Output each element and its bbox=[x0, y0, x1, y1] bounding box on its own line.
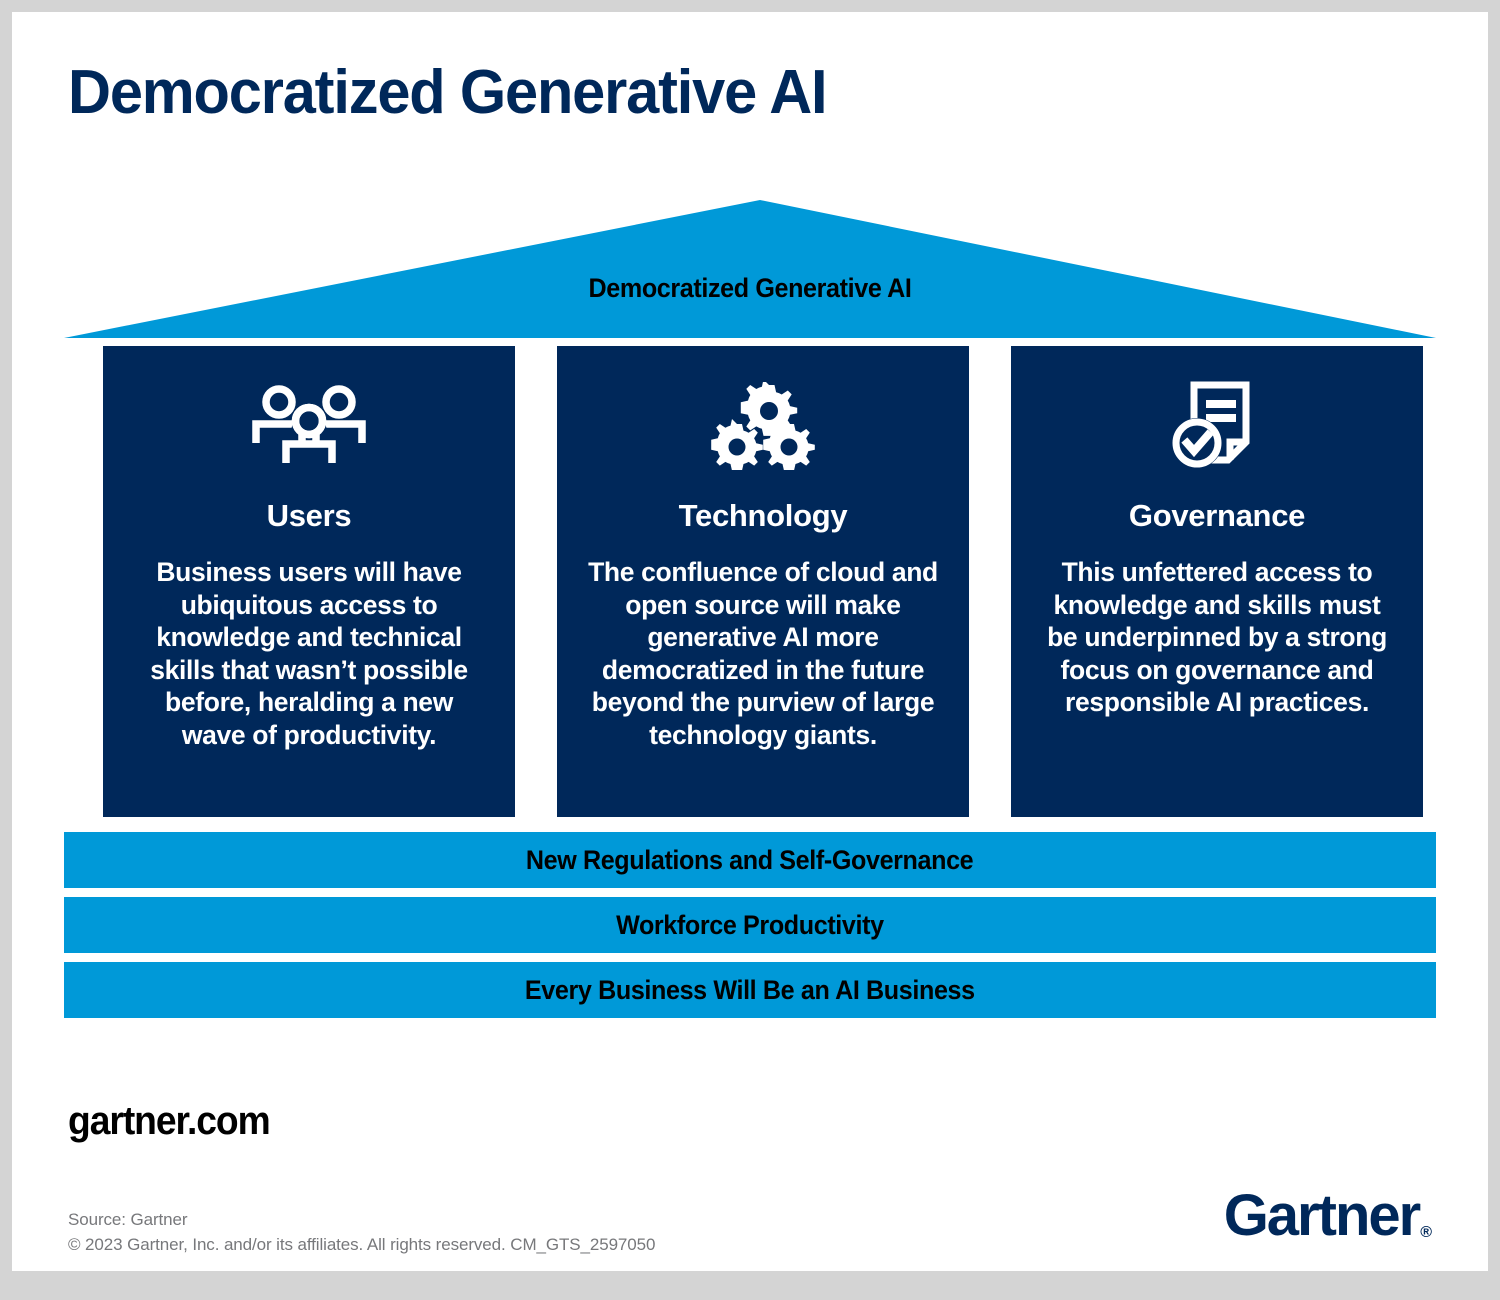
gartner-logo: Gartner ® bbox=[1224, 1187, 1432, 1245]
pillar-users: Users Business users will have ubiquitou… bbox=[103, 346, 515, 817]
pillar-group: Users Business users will have ubiquitou… bbox=[103, 346, 1423, 817]
pillar-body: Business users will have ubiquitous acce… bbox=[150, 557, 468, 750]
foundation-bar-label: Every Business Will Be an AI Business bbox=[525, 974, 975, 1005]
document-check-icon bbox=[1170, 374, 1264, 478]
copyright-line: © 2023 Gartner, Inc. and/or its affiliat… bbox=[68, 1235, 656, 1254]
pillar-body: The confluence of cloud and open source … bbox=[588, 557, 938, 750]
gartner-logo-wordmark: Gartner bbox=[1223, 1183, 1422, 1248]
pillar-governance: Governance This unfettered access to kno… bbox=[1011, 346, 1423, 817]
foundation-bar-label: New Regulations and Self-Governance bbox=[526, 844, 974, 875]
foundation-bar-workforce: Workforce Productivity bbox=[64, 897, 1436, 953]
roof-label: Democratized Generative AI bbox=[588, 273, 912, 303]
foundation-bar-regulations: New Regulations and Self-Governance bbox=[64, 832, 1436, 888]
page-title: Democratized Generative AI bbox=[68, 58, 828, 127]
pillar-title: Governance bbox=[1128, 498, 1306, 533]
three-gears-glyph bbox=[711, 382, 815, 470]
three-gears-icon bbox=[711, 374, 815, 478]
site-url[interactable]: gartner.com bbox=[68, 1099, 271, 1143]
foundation-bars: New Regulations and Self-Governance Work… bbox=[64, 832, 1436, 1027]
pillar-title: Technology bbox=[678, 498, 848, 533]
pillar-title: Users bbox=[266, 498, 352, 533]
three-users-icon bbox=[250, 374, 368, 478]
source-line: Source: Gartner bbox=[68, 1210, 188, 1229]
three-users-glyph bbox=[252, 385, 366, 463]
pillar-body: This unfettered access to knowledge and … bbox=[1047, 557, 1387, 717]
footnotes: Source: Gartner © 2023 Gartner, Inc. and… bbox=[68, 1207, 655, 1257]
registered-trademark-icon: ® bbox=[1420, 1224, 1432, 1241]
foundation-bar-ai-business: Every Business Will Be an AI Business bbox=[64, 962, 1436, 1018]
roof-shape-icon bbox=[64, 200, 1436, 338]
document-check-glyph bbox=[1172, 381, 1250, 468]
foundation-bar-label: Workforce Productivity bbox=[616, 909, 884, 940]
pillar-technology: Technology The confluence of cloud and o… bbox=[557, 346, 969, 817]
roof-triangle: Democratized Generative AI bbox=[64, 188, 1436, 338]
infographic-canvas: Democratized Generative AI Democratized … bbox=[12, 12, 1488, 1271]
